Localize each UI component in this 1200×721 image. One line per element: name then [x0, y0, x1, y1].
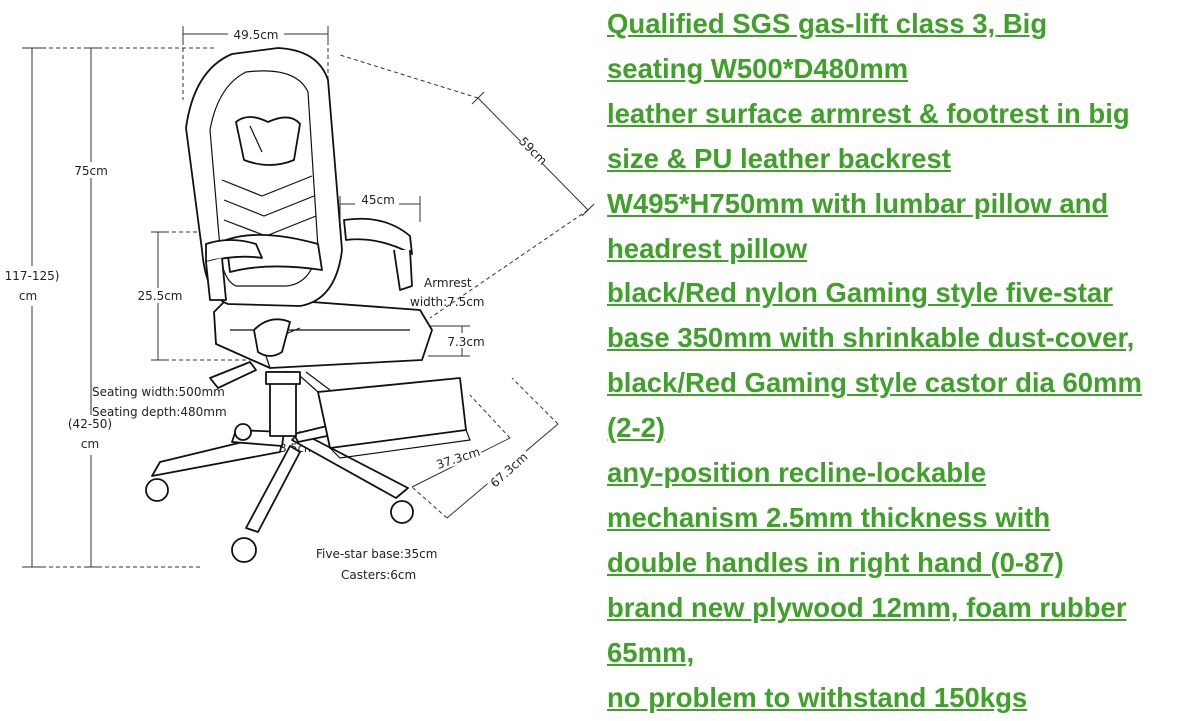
spec-line: black/Red Gaming style castor dia 60mm [607, 367, 1142, 399]
total-height-label-2: cm [19, 289, 37, 303]
casters-label: Casters:6cm [341, 568, 416, 582]
spec-line: any-position recline-lockable [607, 457, 986, 489]
spec-line: (2-2) [607, 412, 666, 444]
spec-line: size & PU leather backrest [607, 142, 951, 174]
spec-line: base 350mm with shrinkable dust-cover, [607, 322, 1135, 354]
spec-line: black/Red nylon Gaming style five-star [607, 277, 1113, 309]
spec-line: double handles in right hand (0-87) [607, 546, 1064, 578]
footrest-short-label: 37.3cm [435, 445, 482, 472]
spec-line: W495*H750mm with lumbar pillow and [607, 187, 1109, 219]
seat-height-label-1: (42-50) [68, 417, 112, 431]
spec-line: Qualified SGS gas-lift class 3, Big [607, 8, 1048, 39]
chair-dimension-diagram: 49.5cm 117-125) cm 75cm (42-50) cm 25.5c… [0, 26, 595, 582]
spec-line: seating W500*D480mm [607, 52, 909, 84]
spec-line: leather surface armrest & footrest in bi… [607, 97, 1130, 129]
spec-line: brand new plywood 12mm, foam rubber [607, 591, 1127, 623]
footrest-long-label: 67.3cm [488, 450, 531, 491]
armrest-label-2: width:7.5cm [410, 295, 485, 309]
seat-height-label-2: cm [81, 437, 99, 451]
footrest-offset-label: 7.3cm [447, 335, 484, 349]
spec-line: no problem to withstand 150kgs [607, 681, 1028, 713]
arm-height-label: 25.5cm [137, 289, 182, 303]
seating-depth-label: Seating depth:480mm [92, 405, 227, 419]
top-width-label: 49.5cm [233, 28, 278, 42]
back-height-label: 75cm [74, 164, 108, 178]
spec-line: mechanism 2.5mm thickness with [607, 501, 1051, 533]
seating-width-label: Seating width:500mm [92, 385, 225, 399]
arm-span-label: 45cm [361, 193, 395, 207]
specification-text: Qualified SGS gas-lift class 3, Big seat… [607, 2, 1200, 721]
spec-line: headrest pillow [607, 232, 808, 264]
gaming-chair-drawing [145, 47, 471, 563]
armrest-label-1: Armrest [424, 276, 472, 290]
five-star-base-label: Five-star base:35cm [316, 547, 437, 561]
total-height-label-1: 117-125) [5, 269, 60, 283]
spec-line: 65mm, [607, 636, 695, 668]
